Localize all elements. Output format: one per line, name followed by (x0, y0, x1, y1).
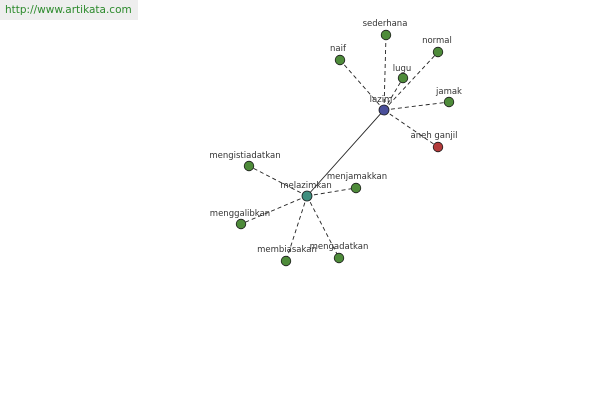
edge-lazim-jamak (383, 101, 450, 111)
edge-lazim-normal (383, 51, 439, 111)
node-menggalibkan[interactable] (235, 218, 247, 230)
node-mengistiadatkan[interactable] (243, 160, 255, 172)
edge-melazimkan-menggalibkan (240, 195, 308, 225)
label-lazim[interactable]: lazim (370, 95, 393, 105)
label-aneh_ganjil[interactable]: aneh ganjil (411, 131, 458, 141)
edge-lazim-lugu (383, 77, 404, 111)
node-sederhana[interactable] (380, 29, 392, 41)
label-menggalibkan[interactable]: menggalibkan (210, 209, 270, 219)
node-normal[interactable] (432, 46, 444, 58)
label-lugu[interactable]: lugu (393, 64, 412, 74)
node-melazimkan[interactable] (301, 190, 313, 202)
edge-lazim-melazimkan (306, 109, 385, 197)
node-membiasakan[interactable] (280, 255, 292, 267)
node-lugu[interactable] (397, 72, 409, 84)
label-membiasakan[interactable]: membiasakan (257, 245, 317, 255)
node-menjamakkan[interactable] (350, 182, 362, 194)
edges (240, 34, 450, 262)
label-mengadatkan[interactable]: mengadatkan (310, 242, 369, 252)
edge-lazim-aneh_ganjil (383, 109, 439, 148)
edge-lazim-sederhana (383, 34, 387, 111)
label-mengistiadatkan[interactable]: mengistiadatkan (209, 151, 280, 161)
label-naif[interactable]: naif (330, 44, 347, 54)
node-naif[interactable] (334, 54, 346, 66)
node-lazim[interactable] (378, 104, 390, 116)
label-melazimkan[interactable]: melazimkan (280, 181, 332, 191)
edge-melazimkan-mengadatkan (306, 195, 340, 259)
edge-melazimkan-membiasakan (285, 195, 308, 262)
edge-melazimkan-menjamakkan (306, 187, 357, 197)
node-aneh_ganjil[interactable] (432, 141, 444, 153)
source-bar: http://www.artikata.com (0, 0, 138, 20)
nodes (235, 29, 455, 267)
label-jamak[interactable]: jamak (435, 87, 462, 97)
label-normal[interactable]: normal (422, 36, 452, 46)
label-sederhana[interactable]: sederhana (363, 19, 408, 29)
edge-melazimkan-mengistiadatkan (248, 165, 308, 197)
node-mengadatkan[interactable] (333, 252, 345, 264)
source-link[interactable]: http://www.artikata.com (5, 4, 132, 16)
labels: sederhana naif normal lugu jamak aneh ganjil m… (209, 19, 462, 255)
label-menjamakkan[interactable]: menjamakkan (327, 172, 387, 182)
node-jamak[interactable] (443, 96, 455, 108)
